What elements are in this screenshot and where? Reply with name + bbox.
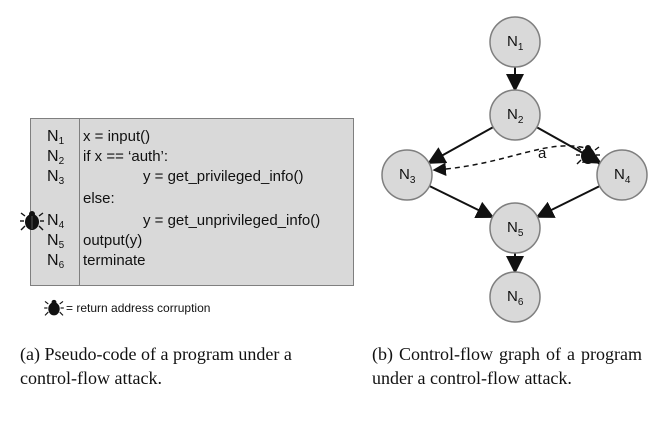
bug-icon <box>20 211 44 231</box>
code-row: N2 if x == ‘auth’: <box>31 147 353 167</box>
edge-N4-N5 <box>535 185 601 218</box>
code-line: else: <box>83 190 115 207</box>
code-row: N4 y = get_unprivileged_info() <box>31 211 353 231</box>
code-line: x = input() <box>83 128 151 145</box>
edge-N3-N5 <box>429 185 495 219</box>
code-row: else: <box>31 189 353 209</box>
caption-b: (b) Control-flow graph of a program unde… <box>372 344 642 388</box>
caption-a: (a) Pseudo-code of a program under a con… <box>20 344 292 388</box>
legend-text: = return address corruption <box>66 301 211 315</box>
node-label: N2 <box>47 148 65 167</box>
node-label: N3 <box>47 168 65 187</box>
attack-edge-label: a <box>538 145 547 162</box>
code-line: if x == ‘auth’: <box>83 148 169 165</box>
node-label: N4 <box>47 212 65 231</box>
code-row: N6 terminate <box>31 251 353 271</box>
node-N5 <box>489 202 541 254</box>
code-line: terminate <box>83 252 146 269</box>
node-N4 <box>596 149 648 201</box>
code-line: output(y) <box>83 232 143 249</box>
label-divider <box>79 119 80 285</box>
code-line: y = get_unprivileged_info() <box>143 212 321 229</box>
code-row: N5 output(y) <box>31 231 353 251</box>
node-label: N1 <box>47 128 65 147</box>
node-N3 <box>381 149 433 201</box>
code-row: N1 x = input() <box>31 127 353 147</box>
legend-bug-icon <box>44 299 64 316</box>
graph-bug-icon <box>576 145 600 165</box>
code-row: N3 y = get_privileged_info() <box>31 167 353 187</box>
pseudo-code-panel: N1 x = input() N2 if x == ‘auth’: N3 y = get_… <box>30 118 354 286</box>
attack-edge <box>432 145 593 176</box>
node-label: N5 <box>47 232 65 251</box>
node-N1 <box>489 16 541 68</box>
code-line: y = get_privileged_info() <box>143 168 304 185</box>
node-N6 <box>489 271 541 323</box>
node-label: N6 <box>47 252 65 271</box>
edge-N2-N3 <box>427 126 494 164</box>
node-N2 <box>489 89 541 141</box>
